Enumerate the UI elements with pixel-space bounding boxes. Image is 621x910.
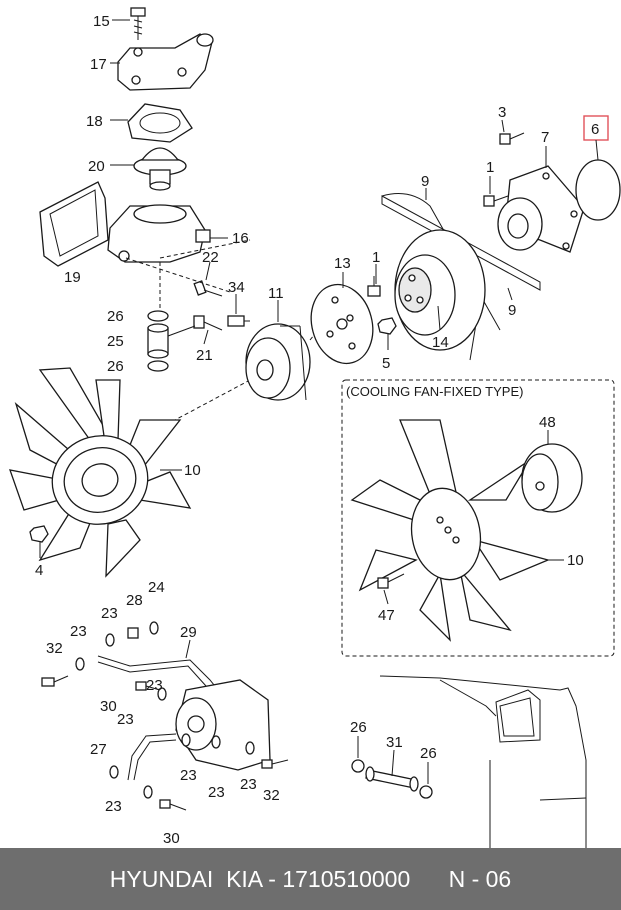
cooling-fan-10-drawing [9,367,192,578]
callout-15: 15 [93,13,110,30]
spacer-13-drawing [310,283,374,365]
callout-5: 5 [382,355,390,372]
callout-1a: 1 [372,249,380,266]
washers-23-drawing [75,621,255,799]
bolt-1-drawing [367,276,381,297]
callout-23h: 23 [105,798,122,815]
spacer-48-drawing [521,443,583,513]
turbo-housing-drawing [175,679,271,771]
callout-31: 31 [386,734,403,751]
callout-30a: 30 [100,698,117,715]
o-ring-26d-drawing [419,785,433,799]
callout-labels: 15 17 18 20 19 16 22 34 26 25 26 21 11 1… [35,13,599,847]
callout-13: 13 [334,255,351,272]
callout-27: 27 [90,741,107,758]
footer-bar: HYUNDAI KIA - 1710510000 N - 06 [0,848,621,910]
callout-32b: 32 [263,787,280,804]
pulley-14-drawing [394,229,486,351]
callout-47: 47 [378,607,395,624]
thermostat-20-drawing [133,147,187,191]
callout-22: 22 [202,249,219,266]
o-ring-26a-drawing [147,310,169,322]
inset-title: (COOLING FAN-FIXED TYPE) [346,384,523,399]
callout-10a: 10 [184,462,201,479]
callout-19: 19 [64,269,81,286]
callout-48: 48 [539,414,556,431]
callout-23f: 23 [240,776,257,793]
callout-25: 25 [107,333,124,350]
callout-34: 34 [228,279,245,296]
callout-17: 17 [90,56,107,73]
callout-23d: 23 [117,711,134,728]
bolt-22-drawing [193,280,223,297]
callout-23b: 23 [70,623,87,640]
callout-23e: 23 [180,767,197,784]
fan-fixed-10-drawing [350,419,551,642]
footer-page-code: N - 06 [448,865,512,892]
bolt-3-drawing [499,132,525,145]
water-outlet-17-drawing [117,33,214,91]
callout-30b: 30 [163,830,180,847]
small-bolts-drawing [41,627,289,811]
callout-32a: 32 [46,640,63,657]
callout-3: 3 [498,104,506,121]
connector-31-drawing [365,766,419,792]
callout-29: 29 [180,624,197,641]
callout-23c: 23 [146,677,163,694]
callout-11: 11 [268,285,284,302]
leader-lines [39,19,599,784]
gasket-6-drawing [575,159,621,221]
callout-26c: 26 [350,719,367,736]
callout-9a: 9 [421,173,429,190]
callout-10b: 10 [567,552,584,569]
callout-23a: 23 [101,605,118,622]
callout-26b: 26 [107,358,124,375]
bolt-47-drawing [377,573,405,589]
gasket-19-drawing [39,181,109,267]
callout-24: 24 [148,579,165,596]
gasket-18-drawing [127,103,193,143]
callout-14: 14 [432,334,449,351]
callout-1b: 1 [486,159,494,176]
callout-26d: 26 [420,745,437,762]
parts-diagram: 15 17 18 20 19 16 22 34 26 25 26 21 11 1… [9,7,621,848]
oil-pipe-27-drawing [127,733,177,781]
connector-25-drawing [147,323,169,359]
bolt-15-drawing [130,7,146,40]
nut-5-drawing [377,317,397,335]
callout-9b: 9 [508,302,516,319]
inset-frame [341,379,615,657]
fan-clutch-11-drawing [245,323,311,401]
callout-23g: 23 [208,784,225,801]
o-ring-26c-drawing [351,759,365,773]
callout-6: 6 [591,121,599,138]
footer-spacer [410,866,448,893]
callout-7: 7 [541,129,549,146]
callout-4: 4 [35,562,43,579]
sensor-34-drawing [227,315,250,327]
callout-20: 20 [88,158,105,175]
water-pump-7-drawing [497,165,585,253]
nut-4-drawing [29,525,49,543]
callout-28: 28 [126,592,143,609]
callout-21: 21 [196,347,213,364]
o-ring-26b-drawing [147,360,169,372]
bolt-1b-drawing [483,195,509,207]
callout-26a: 26 [107,308,124,325]
bolt-21-drawing [193,315,223,331]
engine-block-drawing [379,675,587,848]
footer-brand-part-number: HYUNDAI KIA - 1710510000 [109,865,411,892]
thermostat-housing-16-drawing [107,204,211,263]
callout-16: 16 [232,230,249,247]
callout-18: 18 [86,113,103,130]
